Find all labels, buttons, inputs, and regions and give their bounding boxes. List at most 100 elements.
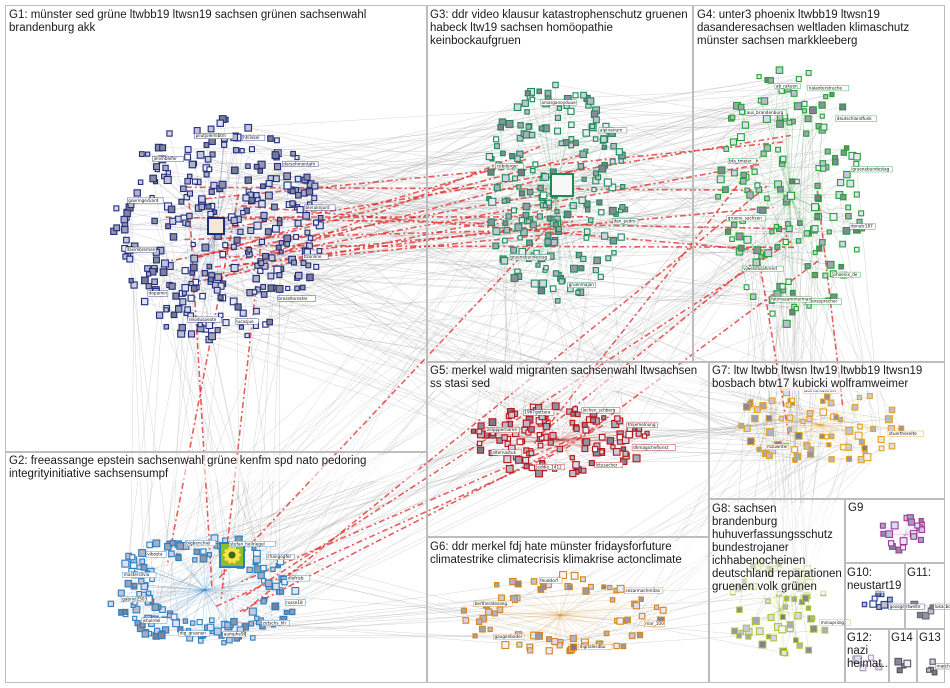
node-avatar[interactable]	[151, 278, 158, 286]
node-avatar[interactable]	[516, 438, 524, 446]
node-avatar[interactable]	[751, 414, 759, 423]
node-avatar[interactable]	[165, 223, 172, 230]
node-avatar[interactable]	[222, 242, 229, 249]
node-avatar[interactable]	[251, 289, 258, 295]
node-avatar[interactable]	[767, 77, 775, 84]
node-avatar[interactable]	[884, 415, 893, 424]
node-avatar[interactable]	[213, 627, 222, 636]
node-avatar[interactable]	[201, 270, 209, 277]
node-avatar[interactable]	[264, 228, 272, 236]
node-avatar[interactable]	[779, 155, 787, 163]
node-avatar[interactable]	[926, 667, 932, 673]
node-avatar[interactable]	[167, 205, 176, 214]
node-avatar[interactable]	[918, 526, 926, 534]
node-avatar[interactable]	[853, 191, 860, 198]
node-avatar[interactable]	[283, 181, 292, 190]
node-avatar[interactable]	[569, 455, 575, 461]
node-avatar[interactable]	[591, 186, 597, 193]
node-avatar[interactable]	[267, 272, 275, 280]
node-avatar[interactable]	[522, 456, 530, 464]
node-avatar[interactable]	[501, 434, 508, 441]
node-avatar[interactable]	[592, 170, 599, 177]
node-avatar[interactable]	[840, 193, 847, 201]
node-avatar[interactable]	[803, 230, 810, 237]
node-avatar[interactable]	[929, 658, 936, 665]
node-avatar[interactable]	[805, 69, 812, 76]
node-avatar[interactable]	[829, 91, 835, 98]
node-avatar[interactable]	[122, 608, 129, 616]
node-avatar[interactable]	[278, 589, 285, 595]
node-avatar[interactable]	[578, 265, 585, 272]
node-avatar[interactable]	[525, 123, 532, 130]
node-avatar[interactable]	[230, 216, 238, 224]
node-avatar[interactable]	[181, 290, 187, 296]
node-avatar[interactable]	[501, 174, 510, 183]
node-avatar[interactable]	[311, 195, 318, 202]
node-avatar[interactable]	[284, 241, 290, 247]
node-avatar[interactable]	[494, 143, 500, 150]
node-avatar[interactable]	[786, 191, 796, 200]
node-avatar[interactable]	[159, 144, 167, 152]
node-avatar[interactable]	[137, 179, 144, 185]
node-avatar[interactable]	[558, 278, 565, 285]
node-avatar[interactable]	[880, 600, 889, 609]
node-avatar[interactable]	[754, 182, 761, 189]
node-avatar[interactable]	[189, 620, 196, 626]
node-avatar[interactable]	[214, 273, 222, 281]
node-avatar[interactable]	[488, 197, 497, 206]
node-avatar[interactable]	[593, 256, 601, 265]
node-avatar[interactable]	[766, 428, 775, 437]
node-avatar[interactable]	[811, 271, 818, 279]
node-avatar[interactable]	[200, 548, 207, 555]
node-avatar[interactable]	[522, 202, 531, 211]
node-avatar[interactable]	[786, 621, 794, 629]
node-avatar[interactable]	[191, 178, 198, 185]
node-avatar[interactable]	[290, 259, 297, 266]
node-avatar[interactable]	[608, 206, 617, 215]
node-avatar[interactable]	[575, 411, 581, 418]
node-avatar[interactable]	[240, 209, 246, 216]
node-avatar[interactable]	[804, 115, 812, 123]
node-avatar[interactable]	[853, 246, 860, 253]
node-avatar[interactable]	[577, 163, 585, 170]
node-avatar[interactable]	[899, 537, 908, 546]
node-avatar[interactable]	[588, 217, 594, 223]
node-avatar[interactable]	[612, 448, 621, 456]
node-avatar[interactable]	[265, 179, 273, 187]
node-avatar[interactable]	[789, 397, 795, 403]
node-avatar[interactable]	[547, 439, 554, 446]
node-avatar[interactable]	[567, 584, 573, 591]
node-avatar[interactable]	[619, 204, 626, 211]
node-avatar[interactable]	[826, 260, 835, 269]
node-avatar[interactable]	[582, 587, 590, 595]
node-avatar[interactable]	[520, 228, 528, 237]
node-avatar[interactable]	[828, 433, 835, 440]
node-avatar[interactable]	[268, 254, 276, 262]
node-avatar[interactable]	[573, 425, 580, 432]
node-avatar[interactable]	[568, 142, 575, 149]
node-avatar[interactable]	[777, 186, 784, 193]
node-avatar[interactable]	[271, 602, 280, 611]
node-avatar[interactable]	[291, 586, 300, 595]
node-avatar[interactable]	[582, 129, 591, 137]
node-avatar[interactable]	[487, 218, 496, 227]
node-avatar[interactable]	[226, 636, 233, 644]
node-avatar[interactable]	[552, 270, 560, 277]
node-avatar[interactable]	[608, 183, 617, 192]
node-avatar[interactable]	[261, 262, 269, 270]
hub-avatar[interactable]	[207, 217, 225, 235]
node-avatar[interactable]	[160, 259, 169, 268]
node-avatar[interactable]	[230, 617, 238, 626]
node-avatar[interactable]	[257, 267, 264, 274]
node-avatar[interactable]	[201, 243, 210, 252]
node-avatar[interactable]	[539, 191, 548, 200]
node-avatar[interactable]	[636, 631, 644, 639]
node-avatar[interactable]	[598, 209, 605, 216]
node-avatar[interactable]	[794, 431, 803, 440]
node-avatar[interactable]	[231, 166, 239, 175]
node-avatar[interactable]	[551, 402, 560, 411]
node-avatar[interactable]	[181, 267, 189, 275]
node-avatar[interactable]	[516, 184, 522, 190]
node-avatar[interactable]	[586, 97, 595, 105]
node-avatar[interactable]	[132, 615, 138, 621]
